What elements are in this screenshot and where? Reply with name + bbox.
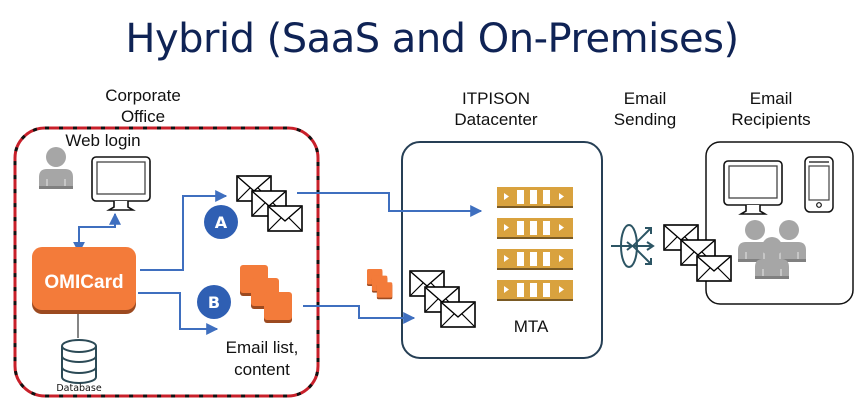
omicard-label: OMICard — [44, 272, 123, 293]
web-login-label: Web login — [65, 131, 140, 150]
diagram-title: Hybrid (SaaS and On-Premises) — [125, 16, 738, 62]
corporate-office-label-2: Office — [121, 107, 165, 126]
login-arrow — [73, 212, 121, 254]
envelope-icon — [696, 255, 732, 282]
datacenter-label-1: ITPISON — [462, 89, 530, 108]
email-list-small-icon — [367, 269, 393, 300]
omicard-node[interactable]: OMICard — [32, 247, 136, 314]
email-list-label-2: content — [234, 360, 290, 379]
email-stack-recipients — [663, 224, 732, 282]
flow-b-arrow — [138, 292, 219, 335]
database-icon — [61, 339, 97, 384]
email-sending-label-1: Email — [624, 89, 667, 108]
badge-a: A — [204, 205, 238, 239]
emails-to-mta-arrow — [297, 192, 483, 217]
datacenter-boundary — [401, 141, 603, 359]
corporate-office-label-1: Corporate — [105, 86, 181, 105]
email-list-icon — [240, 265, 292, 323]
envelope-icon — [267, 205, 303, 232]
badge-b: B — [197, 285, 231, 319]
mta-label: MTA — [514, 317, 549, 336]
flow-a-arrow — [140, 190, 228, 271]
database-label: Database — [56, 383, 101, 394]
list-to-datacenter-arrow — [303, 305, 416, 324]
recipients-boundary — [705, 141, 854, 305]
badge-b-label: B — [208, 293, 220, 312]
envelope-icon — [440, 301, 476, 328]
email-sending-label-2: Sending — [614, 110, 676, 129]
broadcast-icon — [611, 224, 655, 268]
web-login-monitor-icon — [91, 156, 151, 211]
datacenter-label-2: Datacenter — [454, 110, 537, 129]
recipient-phone-icon — [804, 156, 834, 213]
badge-a-label: A — [215, 213, 228, 232]
recipient-monitor-icon — [723, 160, 783, 215]
user-icon — [38, 146, 74, 190]
email-stack-datacenter — [409, 270, 476, 328]
corporate-office-boundary — [13, 126, 320, 398]
email-list-label-1: Email list, — [226, 338, 299, 357]
recipients-group-icon — [737, 219, 807, 280]
email-recipients-label-2: Recipients — [731, 110, 810, 129]
mta-server-icon[interactable] — [497, 187, 573, 301]
email-recipients-label-1: Email — [750, 89, 793, 108]
email-stack-office — [236, 175, 303, 232]
